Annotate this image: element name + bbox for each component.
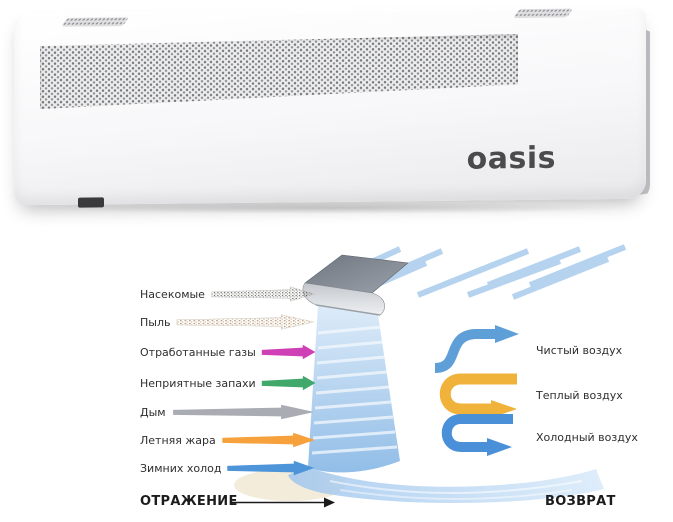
pollutant-row: Летняя жара	[140, 429, 316, 451]
airflow-diagram: Насекомые Пыль Отработанные газы	[0, 240, 673, 522]
pollutant-label: Отработанные газы	[140, 345, 256, 359]
top-vent-right	[512, 8, 574, 19]
pollutant-label: Неприятные запахи	[140, 376, 256, 390]
pollutant-label: Насекомые	[140, 287, 205, 301]
air-curtain-device: oasis	[14, 6, 646, 208]
reflection-caption: ОТРАЖЕНИЕ	[140, 494, 238, 509]
return-air-label: Теплый воздух	[536, 388, 623, 402]
curtain-slats	[311, 325, 398, 455]
odors-arrow-icon	[261, 375, 316, 391]
reflection-arrow-icon	[232, 497, 335, 508]
return-caption: ВОЗВРАТ	[545, 494, 616, 509]
top-vent-left	[60, 17, 130, 27]
warm-air-arrow-icon	[439, 373, 517, 418]
pollutant-row: Дым	[140, 401, 316, 423]
pollutant-label: Дым	[140, 405, 166, 419]
air-intake-grille	[40, 34, 518, 109]
winter-cold-arrow-icon	[227, 460, 315, 476]
return-air-label: Холодный воздух	[536, 430, 638, 444]
sweep-line-1	[329, 480, 583, 494]
exhaust-gases-arrow-icon	[261, 344, 316, 360]
product-photo: oasis	[0, 0, 673, 225]
dust-arrow-icon	[177, 314, 315, 330]
pollutant-label: Летняя жара	[140, 433, 216, 447]
return-air-row: Теплый воздух	[426, 369, 623, 421]
return-air-label: Чистый воздух	[536, 343, 623, 357]
return-air-row: Чистый воздух	[426, 324, 622, 376]
pollutant-label: Зимних холод	[140, 461, 222, 475]
summer-heat-arrow-icon	[222, 432, 315, 448]
device-body: oasis	[14, 6, 646, 208]
pollutant-row: Насекомые	[140, 283, 316, 305]
pollutant-label: Пыль	[140, 315, 171, 329]
pollutant-row: Зимних холод	[140, 457, 316, 479]
brand-logo: oasis	[466, 140, 556, 177]
airflow-illustration	[234, 244, 627, 504]
clean-air-arrow-icon	[434, 325, 519, 373]
pollutant-row: Пыль	[140, 311, 316, 333]
pollutant-row: Неприятные запахи	[140, 372, 316, 394]
pollutant-row: Отработанные газы	[140, 341, 316, 363]
floor-air-sweep	[288, 467, 604, 504]
insects-arrow-icon	[211, 286, 316, 302]
return-air-row: Холодный воздух	[426, 411, 638, 463]
device-shadow	[30, 202, 630, 214]
cold-air-arrow-icon	[441, 414, 513, 456]
sweep-line-2	[339, 489, 573, 500]
smoke-arrow-icon	[172, 404, 314, 420]
air-curtain-unit-drawing	[302, 254, 409, 316]
